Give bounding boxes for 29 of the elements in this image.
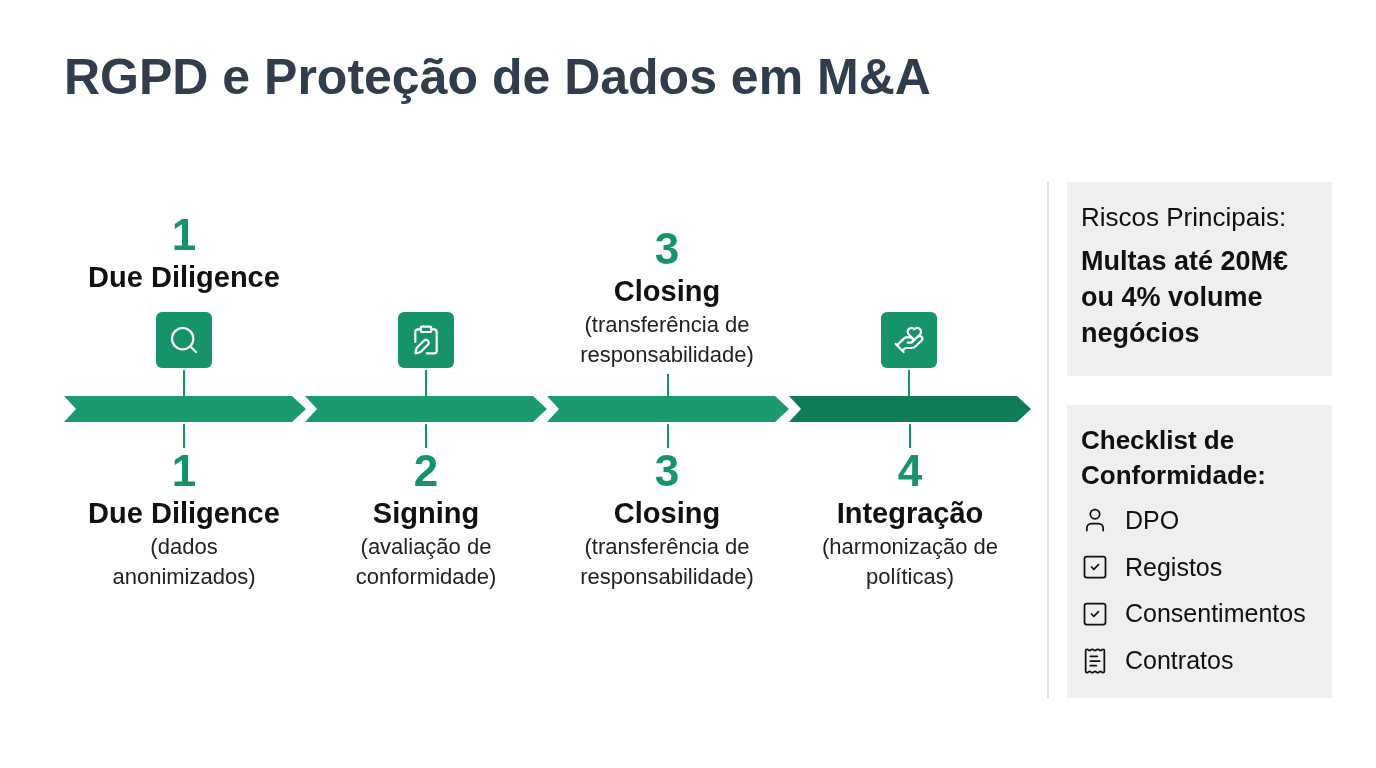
magnifier-icon (156, 312, 212, 368)
step-description: (transferência de responsabilidade) (579, 311, 755, 369)
step-title: Signing (372, 496, 480, 531)
step-number: 1 (171, 212, 197, 258)
step-description: (dados anonimizados) (111, 533, 257, 591)
step-number: 4 (897, 448, 923, 494)
step-title: Closing (613, 496, 721, 531)
step-number: 3 (654, 448, 680, 494)
clipboard-icon (398, 312, 454, 368)
step-description: (harmonização de políticas) (820, 533, 1000, 591)
step-title: Due Diligence (88, 260, 280, 295)
step-description: (transferência de responsabilidade) (579, 533, 755, 591)
panel-heading: Checklist de Conformidade: (1081, 424, 1267, 492)
risk-text: Multas até 20M€ ou 4% volume negócios (1081, 245, 1290, 350)
step-title: Integração (836, 496, 984, 531)
step-number: 2 (413, 448, 439, 494)
step-number: 1 (171, 448, 197, 494)
checklist-item: Contratos (1125, 646, 1234, 676)
step-description: (avaliação de conformidade) (354, 533, 498, 591)
hand-icon (881, 312, 937, 368)
step-title: Due Diligence (88, 496, 280, 531)
checklist-item: Registos (1125, 552, 1223, 582)
step-title: Closing (613, 274, 721, 309)
info-panel (1067, 405, 1332, 698)
step-number: 3 (654, 226, 680, 272)
panel-heading: Riscos Principais: (1081, 201, 1288, 234)
checklist-item: DPO (1125, 505, 1180, 535)
page-title: RGPD e Proteção de Dados em M&A (64, 48, 931, 106)
checklist-item: Consentimentos (1125, 599, 1306, 629)
